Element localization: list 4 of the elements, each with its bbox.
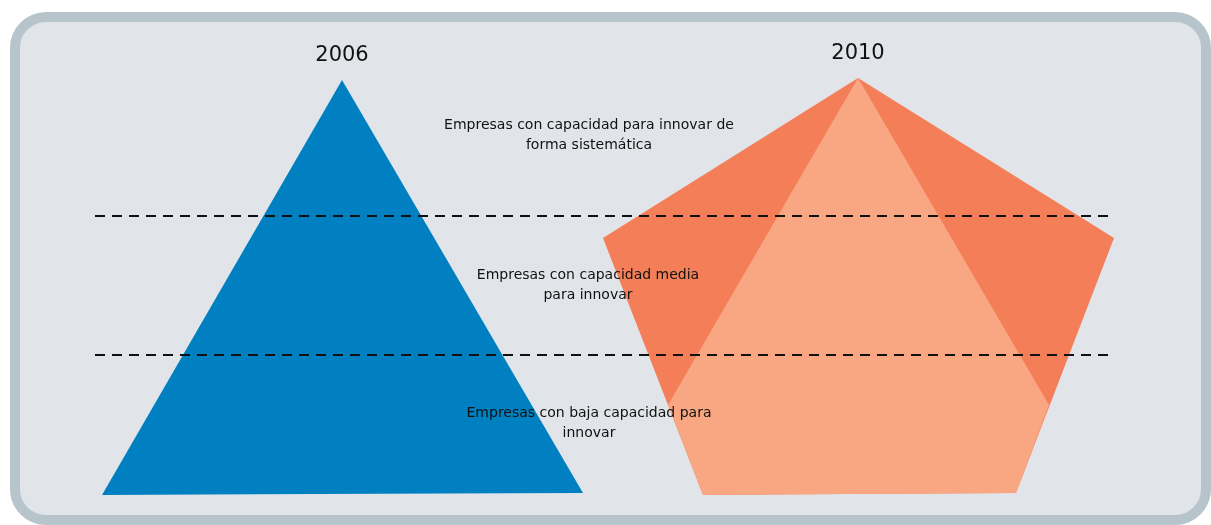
level-label: Empresas con baja capacidad para innovar xyxy=(465,403,713,442)
year-label: 2010 xyxy=(830,40,886,64)
level-label: Empresas con capacidad para innovar de forma sistemática xyxy=(444,115,734,154)
year-label: 2006 xyxy=(314,42,370,66)
